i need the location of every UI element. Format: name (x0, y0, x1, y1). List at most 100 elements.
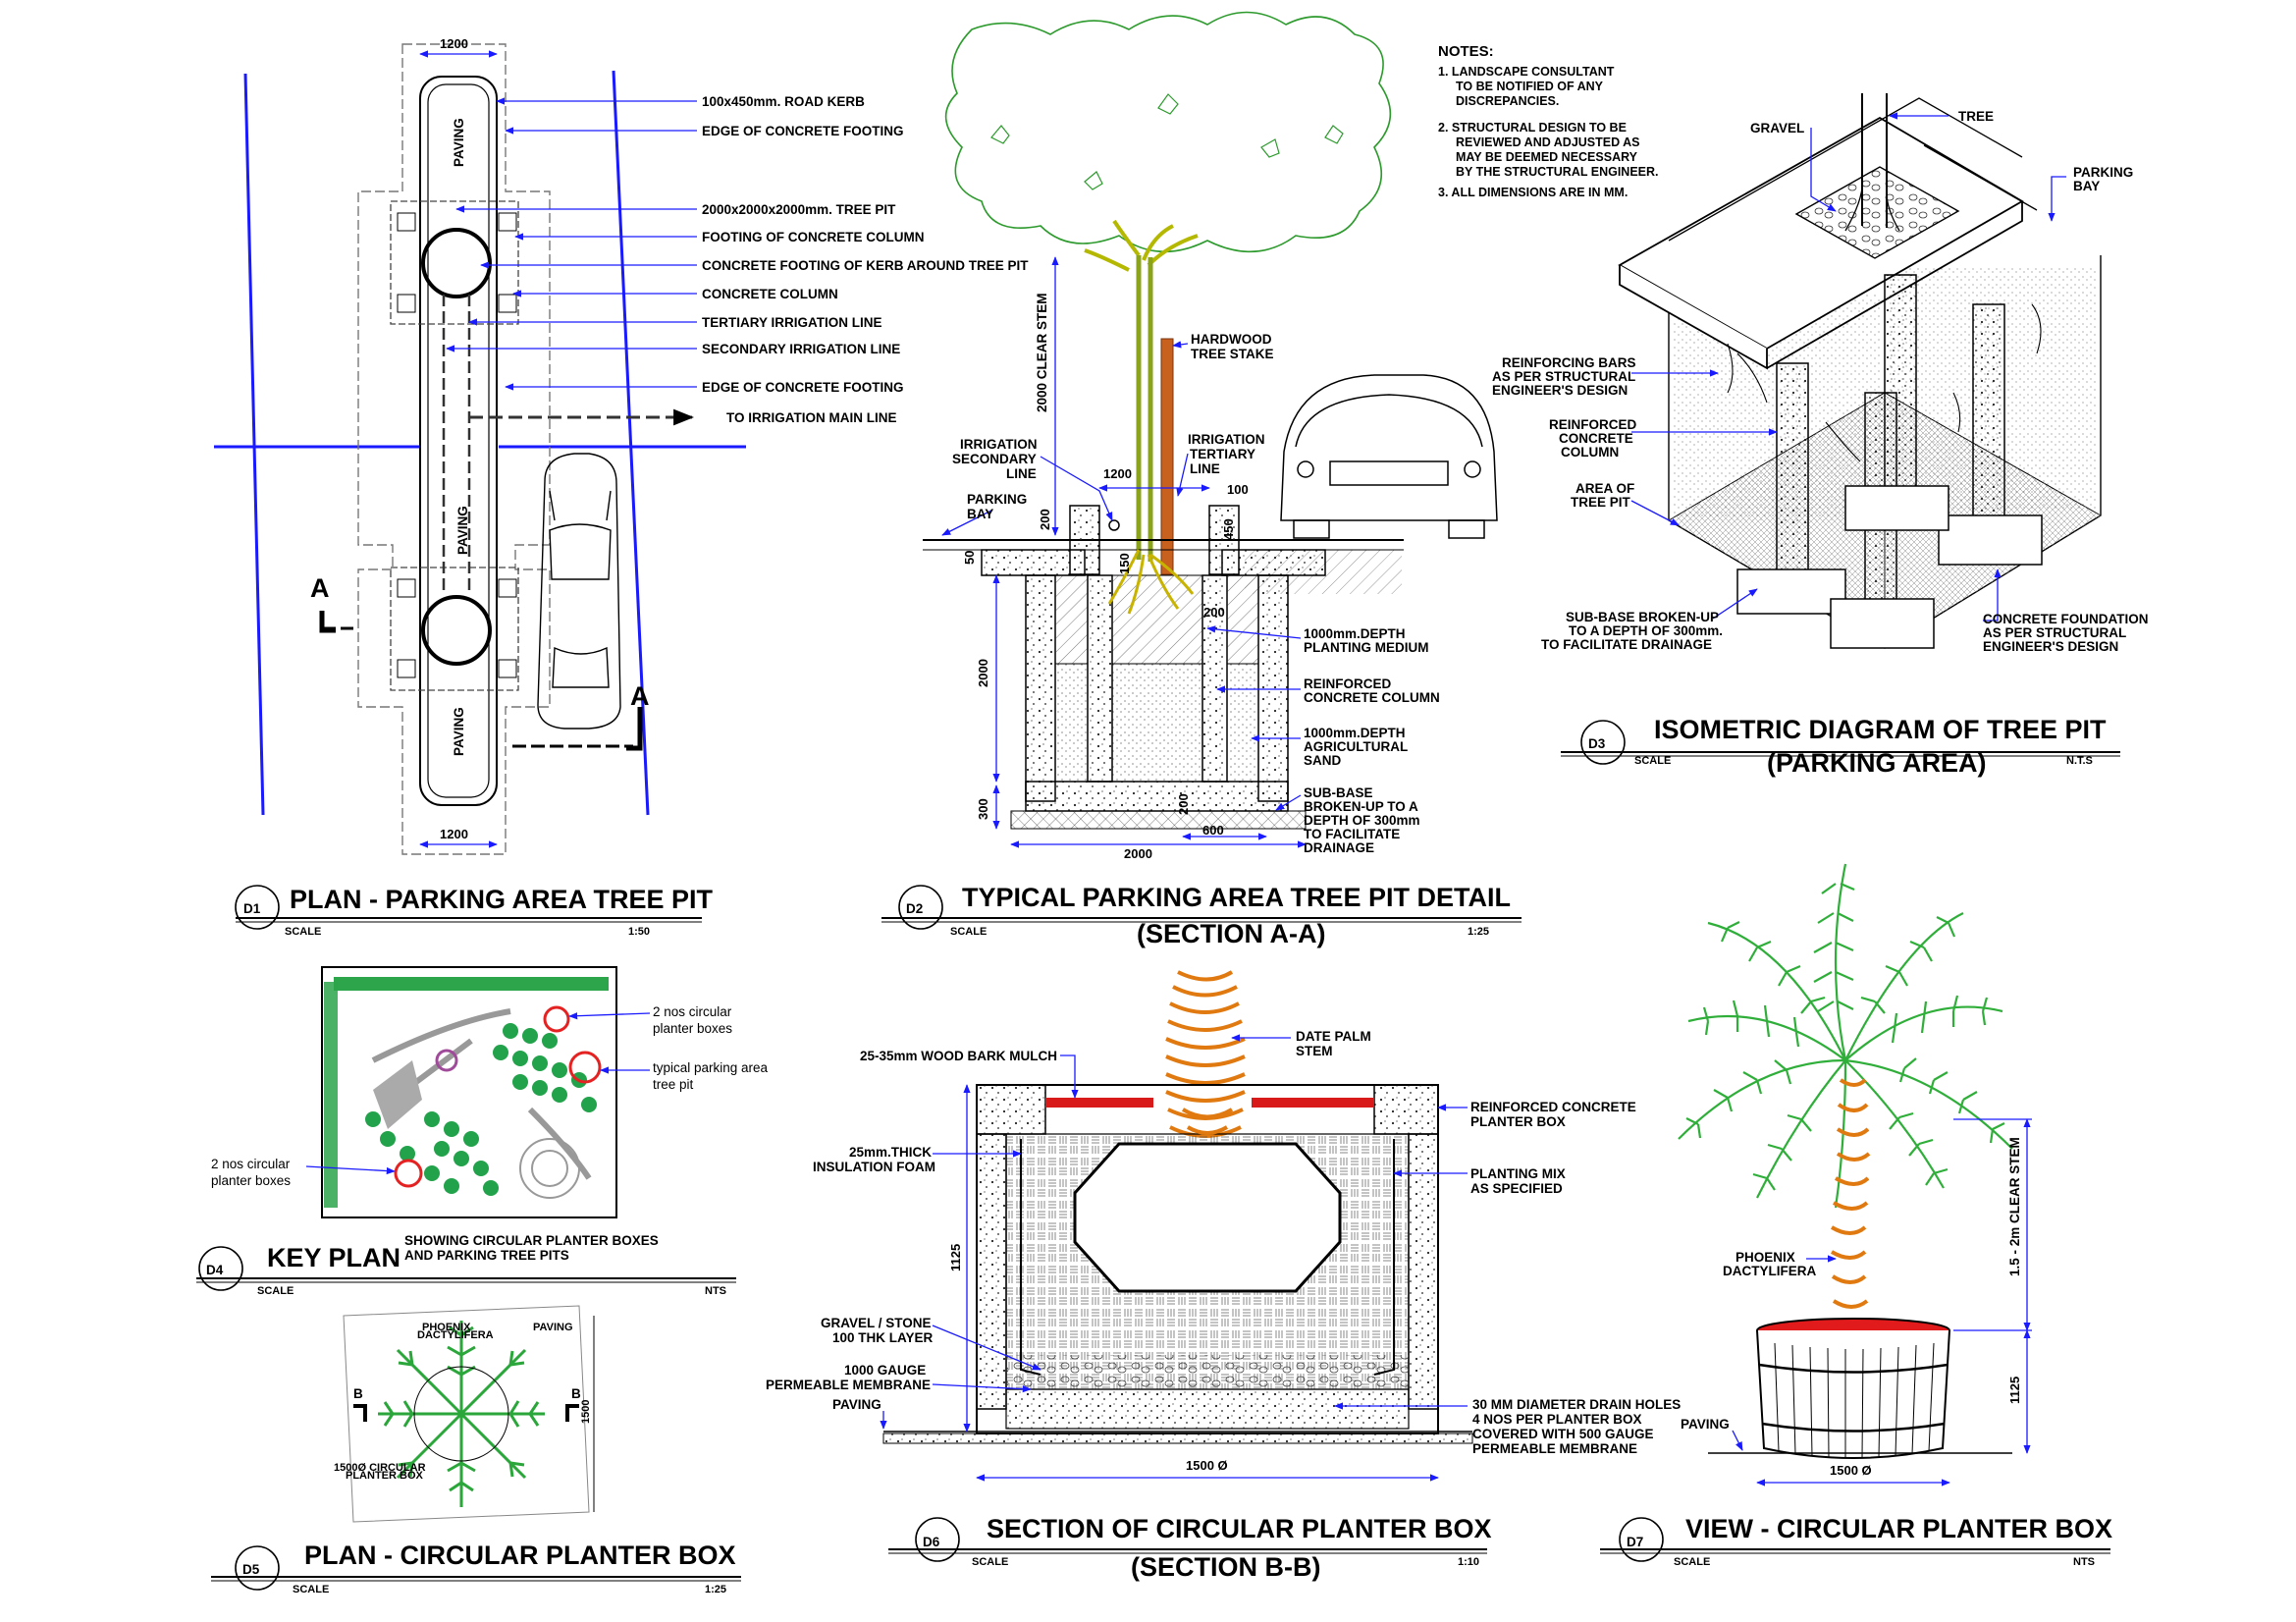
d7-number: D7 (1627, 1535, 1643, 1549)
note-2-line-4: BY THE STRUCTURAL ENGINEER. (1456, 165, 1659, 179)
d5-scale: 1:25 (705, 1584, 726, 1595)
palm-fronds (1678, 863, 2013, 1209)
d6-drain-1: 30 MM DIAMETER DRAIN HOLES (1472, 1397, 1681, 1412)
d6-drain-4: PERMEABLE MEMBRANE (1472, 1441, 1637, 1456)
d5-mark-left: B (353, 1386, 363, 1401)
d2-dim-450: 450 (1221, 518, 1236, 540)
d4-scale: NTS (705, 1285, 726, 1297)
d1-section-mark-left: A (310, 573, 330, 603)
note-2-line-3: MAY BE DEEMED NECESSARY (1456, 150, 1638, 164)
date-palm-stem (1165, 970, 1246, 1138)
d7-scale-label: SCALE (1674, 1556, 1710, 1568)
d5-title-block: D5 PLAN - CIRCULAR PLANTER BOX SCALE 1:2… (211, 1541, 741, 1595)
d6-title: SECTION OF CIRCULAR PLANTER BOX (987, 1514, 1492, 1543)
d2-medium-1: 1000mm.DEPTH (1304, 626, 1406, 641)
d3-area-1: AREA OF (1575, 481, 1634, 496)
d1-paving-top: PAVING (452, 118, 466, 167)
d2-dim-50: 50 (962, 551, 977, 565)
d5-box-1: 1500Ø CIRCULAR (334, 1462, 426, 1474)
d6-mix-2: AS SPECIFIED (1470, 1181, 1563, 1196)
note-2-line-2: REVIEWED AND ADJUSTED AS (1456, 135, 1640, 149)
d5-scale-label: SCALE (293, 1584, 329, 1595)
notes-title: NOTES: (1438, 43, 1494, 60)
d2-rcc-1: REINFORCED (1304, 676, 1392, 691)
d3-tree: TREE (1958, 109, 1994, 124)
d3-title: ISOMETRIC DIAGRAM OF TREE PIT (1654, 715, 2107, 744)
d3-title-block: D3 ISOMETRIC DIAGRAM OF TREE PIT (PARKIN… (1561, 715, 2120, 778)
d6-dim-w: 1500 Ø (1186, 1458, 1228, 1473)
d6-rcbox-2: PLANTER BOX (1470, 1114, 1566, 1129)
d6-membrane-2: PERMEABLE MEMBRANE (766, 1378, 931, 1392)
d2-subbase-4: TO FACILITATE (1304, 827, 1400, 841)
car-front-view (1280, 374, 1498, 539)
d4-circular-top-2: planter boxes (653, 1021, 732, 1036)
d6-number: D6 (923, 1535, 940, 1549)
d3-rcc-2: CONCRETE (1559, 431, 1633, 446)
d2-dim-200a: 200 (1038, 509, 1052, 530)
d3-rcc-3: COLUMN (1561, 445, 1619, 460)
d3-number: D3 (1588, 736, 1606, 751)
d2-clear-stem: 2000 CLEAR STEM (1035, 293, 1049, 412)
d1-label-tertiary-irrigation: TERTIARY IRRIGATION LINE (702, 315, 882, 330)
d2-dim-2000h: 2000 (1124, 846, 1152, 861)
palm-trunk (1830, 1078, 1871, 1309)
d3-found-1: CONCRETE FOUNDATION (1983, 612, 2149, 626)
d3-rebar-1: REINFORCING BARS (1502, 355, 1636, 370)
d3-subbase-2: TO A DEPTH OF 300mm. (1569, 623, 1723, 638)
d3-rcc-1: REINFORCED (1549, 417, 1637, 432)
d1-title-block: D1 PLAN - PARKING AREA TREE PIT SCALE 1:… (235, 885, 714, 938)
d6-membrane-1: 1000 GAUGE (844, 1363, 926, 1378)
d2-irr-ter-2: TERTIARY (1190, 447, 1255, 461)
d7-phoenix-1: PHOENIX (1735, 1250, 1795, 1265)
d4-circular-left-2: planter boxes (211, 1173, 291, 1188)
d2-medium-2: PLANTING MEDIUM (1304, 640, 1429, 655)
d4-circular-left-1: 2 nos circular (211, 1157, 291, 1171)
d2-sand-1: 1000mm.DEPTH (1304, 726, 1406, 740)
d1-label-concrete-column: CONCRETE COLUMN (702, 287, 838, 301)
d4-key-plan-drawing: 2 nos circular planter boxes typical par… (211, 966, 769, 1218)
d6-insulation-1: 25mm.THICK (849, 1145, 932, 1160)
d1-paving-bottom: PAVING (452, 707, 466, 756)
d3-found-3: ENGINEER'S DESIGN (1983, 639, 2118, 654)
d3-isometric-drawing: GRAVEL TREE PARKING BAY REINFORCING BARS… (1492, 93, 2149, 654)
d6-section-drawing: 1125 1500 Ø DATE PALM STEM 25-35mm WOOD … (766, 970, 1681, 1482)
d4-number: D4 (206, 1263, 224, 1277)
d2-dim-1200: 1200 (1103, 466, 1132, 481)
d6-dim-h: 1125 (948, 1244, 963, 1271)
d7-dim-w: 1500 Ø (1830, 1463, 1872, 1478)
d2-subbase-3: DEPTH OF 300mm (1304, 813, 1420, 828)
d5-phoenix-2: DACTYLIFERA (417, 1329, 494, 1341)
d2-number: D2 (906, 901, 923, 916)
notes-block: NOTES: 1. LANDSCAPE CONSULTANT TO BE NOT… (1438, 43, 1659, 199)
d7-clear-stem: 1.5 - 2m CLEAR STEM (2007, 1137, 2022, 1276)
d2-dim-200b: 200 (1203, 605, 1225, 620)
d6-drain-3: COVERED WITH 500 GAUGE (1472, 1427, 1654, 1441)
d1-dim-bottom: 1200 (440, 827, 468, 841)
d4-typical-1: typical parking area (653, 1060, 769, 1075)
d2-scale-label: SCALE (950, 926, 987, 938)
d1-scale: 1:50 (628, 926, 650, 938)
d2-stake-1: HARDWOOD (1191, 332, 1272, 347)
d1-paving-middle: PAVING (455, 506, 470, 555)
d5-paving: PAVING (533, 1322, 573, 1333)
d5-phoenix-1: PHOENIX (422, 1322, 471, 1333)
d6-drain-2: 4 NOS PER PLANTER BOX (1472, 1412, 1642, 1427)
d2-sand-2: AGRICULTURAL (1304, 739, 1408, 754)
d1-scale-label: SCALE (285, 926, 321, 938)
d1-callouts: 100x450mm. ROAD KERB EDGE OF CONCRETE FO… (702, 94, 1029, 425)
note-2-line-1: 2. STRUCTURAL DESIGN TO BE (1438, 121, 1627, 135)
d6-scale: 1:10 (1458, 1556, 1479, 1568)
d2-irr-sec-1: IRRIGATION (960, 437, 1038, 452)
d7-dim-h: 1125 (2007, 1377, 2022, 1404)
d5-title: PLAN - CIRCULAR PLANTER BOX (304, 1541, 736, 1570)
car-top-view (537, 453, 621, 730)
d1-section-mark-right: A (630, 681, 650, 711)
d1-label-edge-footing-2: EDGE OF CONCRETE FOOTING (702, 380, 904, 395)
d7-scale: NTS (2073, 1556, 2095, 1568)
d3-gravel: GRAVEL (1750, 121, 1804, 135)
d6-gravel-2: 100 THK LAYER (832, 1330, 934, 1345)
d6-palm-2: STEM (1296, 1044, 1333, 1058)
d6-subtitle: (SECTION B-B) (1131, 1552, 1320, 1582)
d2-dim-300: 300 (976, 798, 990, 820)
